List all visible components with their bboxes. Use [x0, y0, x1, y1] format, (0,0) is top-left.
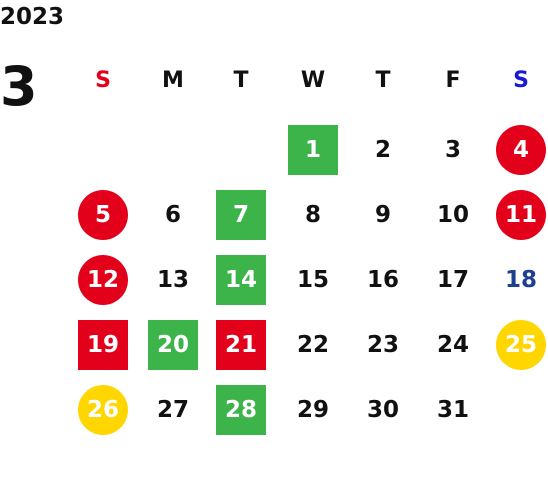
day-cell[interactable]: 16	[356, 253, 410, 307]
day-cell[interactable]: 26	[76, 383, 130, 437]
weekday-header: S	[95, 68, 111, 93]
day-cell[interactable]: 25	[494, 318, 548, 372]
day-cell[interactable]: 17	[426, 253, 480, 307]
calendar-year: 2023	[0, 4, 65, 30]
weekday-header: T	[375, 68, 391, 93]
day-cell[interactable]: 7	[214, 188, 268, 242]
day-number: 8	[304, 202, 321, 228]
day-cell[interactable]: 5	[76, 188, 130, 242]
day-number: 1	[288, 125, 338, 175]
weekday-header: M	[162, 68, 184, 93]
day-cell[interactable]: 13	[146, 253, 200, 307]
day-cell[interactable]: 3	[426, 123, 480, 177]
day-cell[interactable]: 22	[286, 318, 340, 372]
weekday-header: F	[445, 68, 461, 93]
day-number: 31	[436, 397, 469, 423]
day-number: 21	[216, 320, 266, 370]
day-cell[interactable]: 9	[356, 188, 410, 242]
day-number: 30	[366, 397, 399, 423]
day-cell[interactable]: 8	[286, 188, 340, 242]
day-cell[interactable]: 23	[356, 318, 410, 372]
day-number: 22	[296, 332, 329, 358]
day-number: 12	[78, 255, 128, 305]
day-number: 4	[496, 125, 546, 175]
day-number: 11	[496, 190, 546, 240]
day-cell[interactable]: 27	[146, 383, 200, 437]
day-cell[interactable]: 15	[286, 253, 340, 307]
day-number: 2	[374, 137, 391, 163]
day-cell[interactable]: 18	[494, 253, 548, 307]
day-number: 17	[436, 267, 469, 293]
weekday-header: S	[513, 68, 529, 93]
day-cell[interactable]: 24	[426, 318, 480, 372]
day-cell[interactable]: 19	[76, 318, 130, 372]
day-number: 23	[366, 332, 399, 358]
day-cell[interactable]: 30	[356, 383, 410, 437]
day-number: 25	[496, 320, 546, 370]
day-number: 10	[436, 202, 469, 228]
day-number: 13	[156, 267, 189, 293]
day-number: 20	[148, 320, 198, 370]
day-cell[interactable]: 21	[214, 318, 268, 372]
calendar-month: 3	[0, 55, 38, 118]
day-number: 5	[78, 190, 128, 240]
day-number: 29	[296, 397, 329, 423]
day-number: 6	[164, 202, 181, 228]
day-number: 14	[216, 255, 266, 305]
weekday-header: T	[233, 68, 249, 93]
day-cell[interactable]: 20	[146, 318, 200, 372]
day-cell[interactable]: 1	[286, 123, 340, 177]
day-cell[interactable]: 14	[214, 253, 268, 307]
day-number: 18	[504, 267, 537, 293]
day-number: 27	[156, 397, 189, 423]
day-number: 28	[216, 385, 266, 435]
day-cell[interactable]: 10	[426, 188, 480, 242]
day-number: 19	[78, 320, 128, 370]
day-cell[interactable]: 28	[214, 383, 268, 437]
day-cell[interactable]: 2	[356, 123, 410, 177]
day-cell[interactable]: 4	[494, 123, 548, 177]
day-number: 16	[366, 267, 399, 293]
day-number: 3	[444, 137, 461, 163]
day-number: 26	[78, 385, 128, 435]
day-cell[interactable]: 31	[426, 383, 480, 437]
day-cell[interactable]: 6	[146, 188, 200, 242]
day-number: 9	[374, 202, 391, 228]
day-number: 7	[216, 190, 266, 240]
day-cell[interactable]: 29	[286, 383, 340, 437]
day-number: 15	[296, 267, 329, 293]
day-cell[interactable]: 12	[76, 253, 130, 307]
weekday-header: W	[300, 68, 326, 93]
day-cell[interactable]: 11	[494, 188, 548, 242]
day-number: 24	[436, 332, 469, 358]
